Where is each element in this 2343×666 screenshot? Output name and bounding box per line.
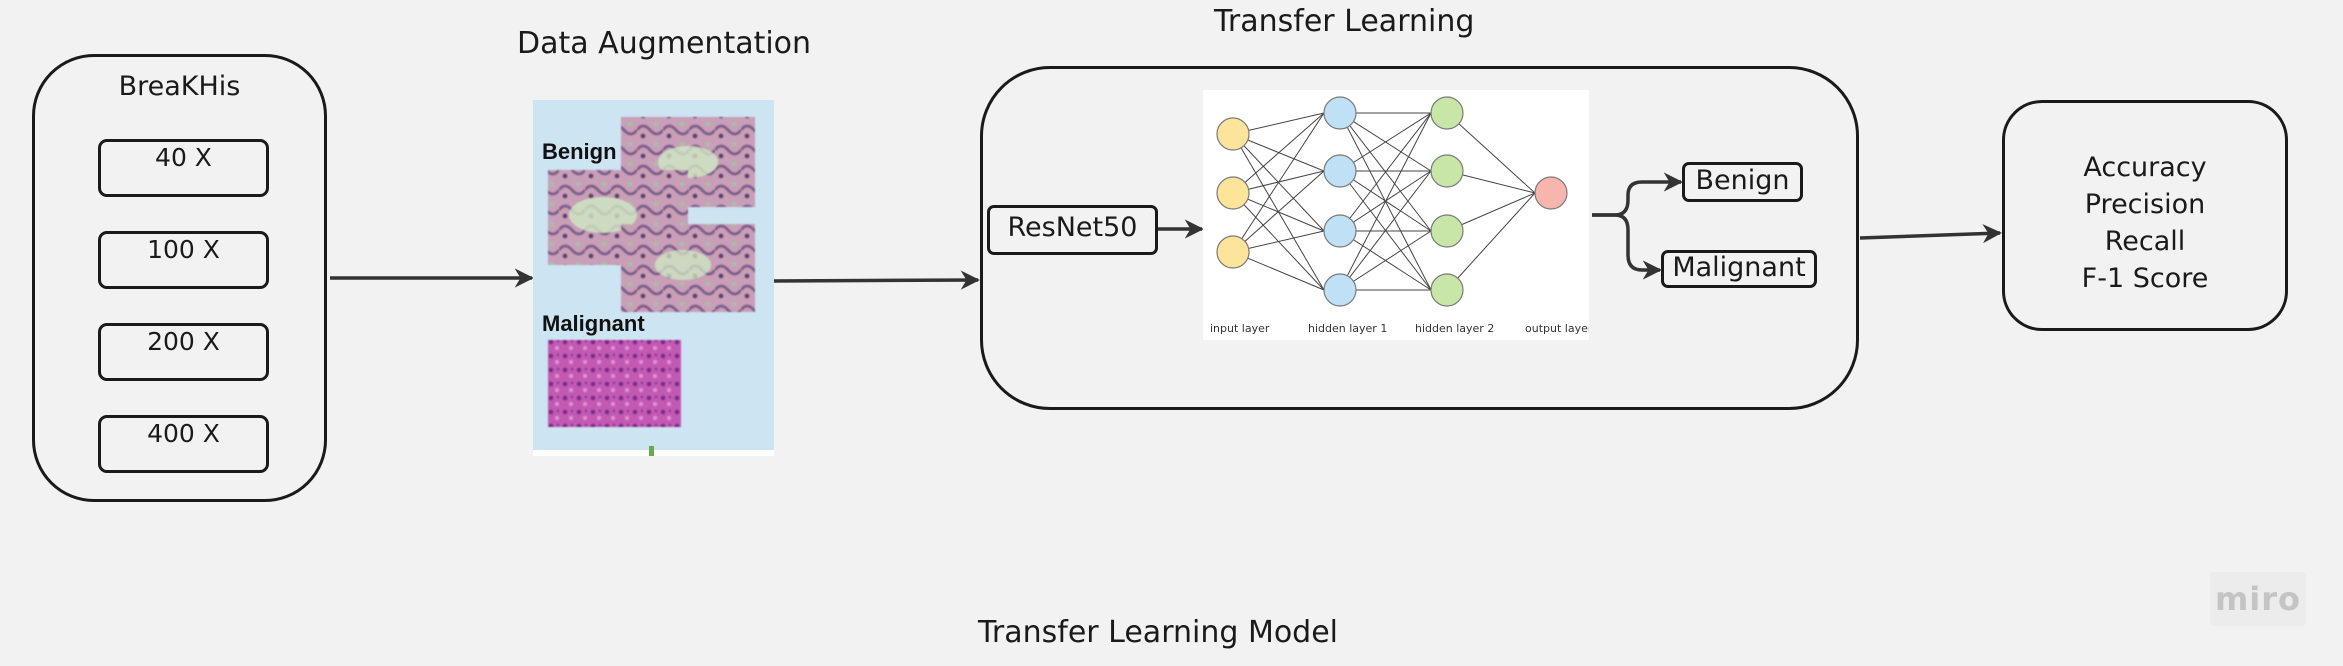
nn-node-input-3 [1216,235,1250,269]
nn-node-hidden2-1 [1430,96,1464,130]
metric-accuracy: Accuracy [2083,152,2207,183]
magnification-40x-box: 40 X [98,139,269,197]
transfer-learning-panel [980,66,1859,410]
miro-watermark: miro [2210,572,2306,626]
nn-edge [1232,170,1325,253]
nn-node-hidden1-4 [1323,273,1357,307]
magnification-100x-box: 100 X [98,231,269,289]
augmentation-benign-label: Benign [542,139,617,164]
data-augmentation-title: Data Augmentation [517,26,812,61]
nn-node-input-2 [1216,176,1250,210]
nn-node-hidden1-1 [1323,96,1357,130]
nn-edge [1446,192,1536,291]
arrow-transfer-to-metrics [1859,223,2002,244]
nn-edge [1232,112,1325,253]
magnification-400x-box: 400 X [98,415,269,473]
nn-node-hidden2-3 [1430,214,1464,248]
nn-label-hidden-layer-2: hidden layer 2 [1415,322,1494,335]
nn-node-hidden1-2 [1323,154,1357,188]
nn-node-hidden1-3 [1323,214,1357,248]
output-malignant-box: Malignant [1661,250,1817,288]
nn-edge [1339,170,1432,291]
miro-watermark-text: miro [2214,580,2302,618]
metric-recall: Recall [2104,226,2186,257]
metric-precision: Precision [2084,189,2206,220]
resnet50-box: ResNet50 [987,205,1158,255]
neural-network-diagram: input layer hidden layer 1 hidden layer … [1203,90,1589,340]
metrics-list: Accuracy Precision Recall F-1 Score [2005,149,2285,297]
augmentation-image: Benign Malignant [533,100,774,456]
metric-f1-score: F-1 Score [2081,263,2209,294]
nn-label-hidden-layer-1: hidden layer 1 [1308,322,1387,335]
nn-label-output-layer: output layer [1525,322,1589,335]
arrow-augmentation-to-transfer [771,270,980,290]
breakhis-panel: BreaKHis 40 X 100 X 200 X 400 X [32,54,327,502]
breakhis-title: BreaKHis [118,71,241,102]
nn-edge [1339,112,1432,172]
nn-label-input-layer: input layer [1210,322,1270,335]
nn-edge [1339,112,1432,291]
footer-title: Transfer Learning Model [978,615,1339,650]
nn-edge [1339,112,1432,232]
metrics-panel: Accuracy Precision Recall F-1 Score [2002,100,2288,331]
transfer-learning-title: Transfer Learning [1214,4,1475,39]
nn-node-output-1 [1534,176,1568,210]
augmentation-bottom-marker [649,446,654,456]
nn-node-hidden2-2 [1430,154,1464,188]
nn-edge [1232,112,1325,194]
nn-edge [1339,230,1432,291]
malignant-tissue-patch [548,340,681,427]
arrow-to-malignant [1592,213,1662,280]
nn-node-hidden2-4 [1430,273,1464,307]
nn-node-input-1 [1216,117,1250,151]
magnification-200x-box: 200 X [98,323,269,381]
output-benign-box: Benign [1682,162,1803,202]
nn-edge [1446,112,1536,194]
augmentation-malignant-label: Malignant [542,311,645,336]
